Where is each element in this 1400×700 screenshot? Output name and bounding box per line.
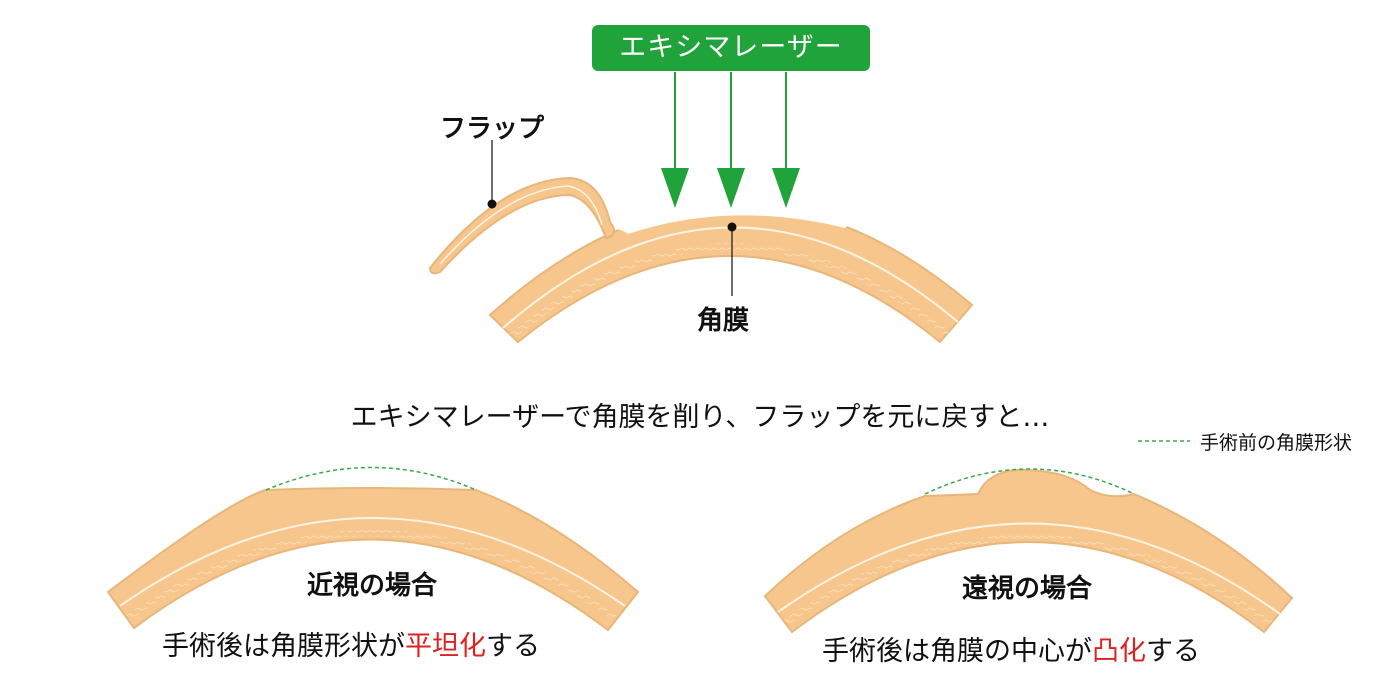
hyperopia-result-after: する <box>1146 636 1200 667</box>
laser-arrow-icon <box>772 72 800 208</box>
laser-arrow-icon <box>661 72 689 208</box>
myopia-title: 近視の場合 <box>306 571 437 601</box>
hyperopia-result-highlight: 凸化 <box>1092 636 1146 667</box>
hyperopia-result: 手術後は角膜の中心が凸化する <box>822 629 1200 668</box>
laser-arrows <box>661 72 800 208</box>
laser-arrow-icon <box>717 72 745 208</box>
legend-label: 手術前の角膜形状 <box>1200 432 1353 454</box>
myopia-result-after: する <box>486 631 540 662</box>
myopia-result-before: 手術後は角膜形状が <box>162 631 405 662</box>
flap-label: フラップ <box>440 114 545 144</box>
excimer-laser-label: エキシマレーザー <box>592 25 870 71</box>
cornea-label: 角膜 <box>697 306 750 336</box>
myopia-result: 手術後は角膜形状が平坦化する <box>162 624 540 663</box>
myopia-result-highlight: 平坦化 <box>405 631 486 662</box>
flap <box>428 176 616 275</box>
cornea-pointer <box>727 222 737 296</box>
hyperopia-cornea <box>763 468 1294 634</box>
ablation-cut <box>605 200 851 234</box>
hyperopia-preop-outline <box>924 468 1135 495</box>
myopia-cornea <box>106 487 640 632</box>
procedure-caption: エキシマレーザーで角膜を削り、フラップを元に戻すと… <box>350 402 1050 433</box>
hyperopia-result-before: 手術後は角膜の中心が <box>822 636 1092 667</box>
pointer-dot-icon <box>487 199 497 209</box>
flap-pointer <box>487 140 497 209</box>
pointer-dot-icon <box>727 222 737 232</box>
hyperopia-title: 遠視の場合 <box>961 574 1092 604</box>
myopia-preop-outline <box>265 466 477 491</box>
